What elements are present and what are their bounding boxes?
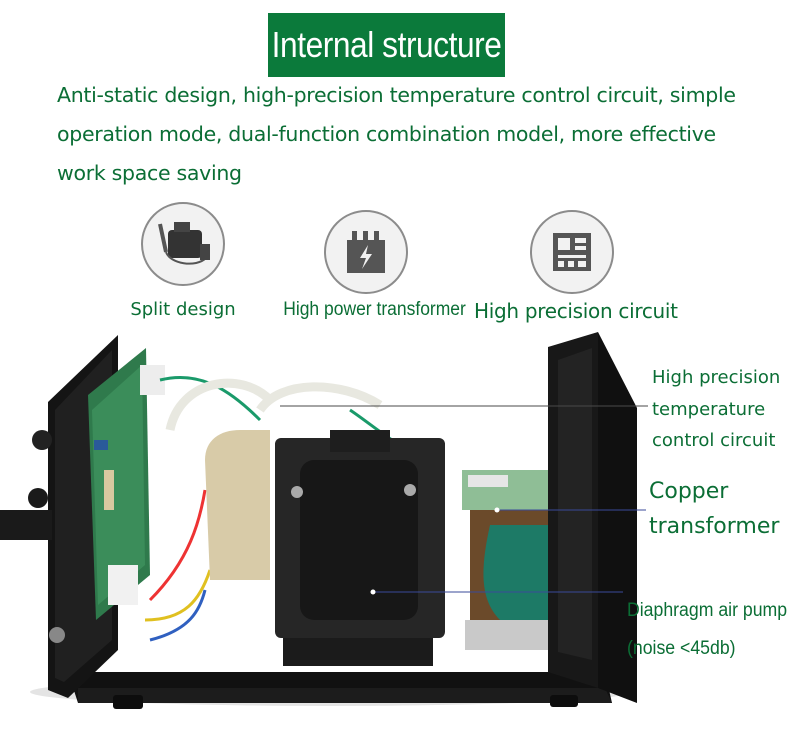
title-banner: Internal structure (268, 13, 505, 77)
feature-circuit: High precision circuit (474, 210, 678, 323)
feature-split-design: Split design (123, 202, 243, 320)
intro-text: Anti-static design, high-precision tempe… (57, 83, 736, 185)
feature-transformer: High power transformer (276, 210, 466, 321)
callout-line: transformer (649, 514, 780, 539)
callout-transformer: Copper transformer (649, 474, 779, 544)
callout-line: Copper (649, 479, 729, 504)
circuit-board-icon (529, 210, 614, 294)
callout-line: control circuit (652, 430, 776, 451)
callout-line: temperature (652, 398, 766, 420)
feature-label: High precision circuit (474, 299, 678, 323)
page-title: Internal structure (271, 24, 502, 65)
callout-pump: Diaphragm air pump (noise <45db) (627, 592, 787, 668)
callout-line: (noise <45db) (627, 638, 736, 659)
transformer-icon (324, 210, 408, 294)
callout-line: Diaphragm air pump (627, 600, 788, 621)
product-photo (0, 332, 648, 709)
soldering-station-icon (141, 202, 225, 286)
callout-circuit: High precision temperature control circu… (652, 362, 780, 457)
feature-label: High power transformer (283, 299, 466, 320)
callout-line: High precision (652, 367, 781, 388)
feature-label: Split design (130, 299, 236, 320)
